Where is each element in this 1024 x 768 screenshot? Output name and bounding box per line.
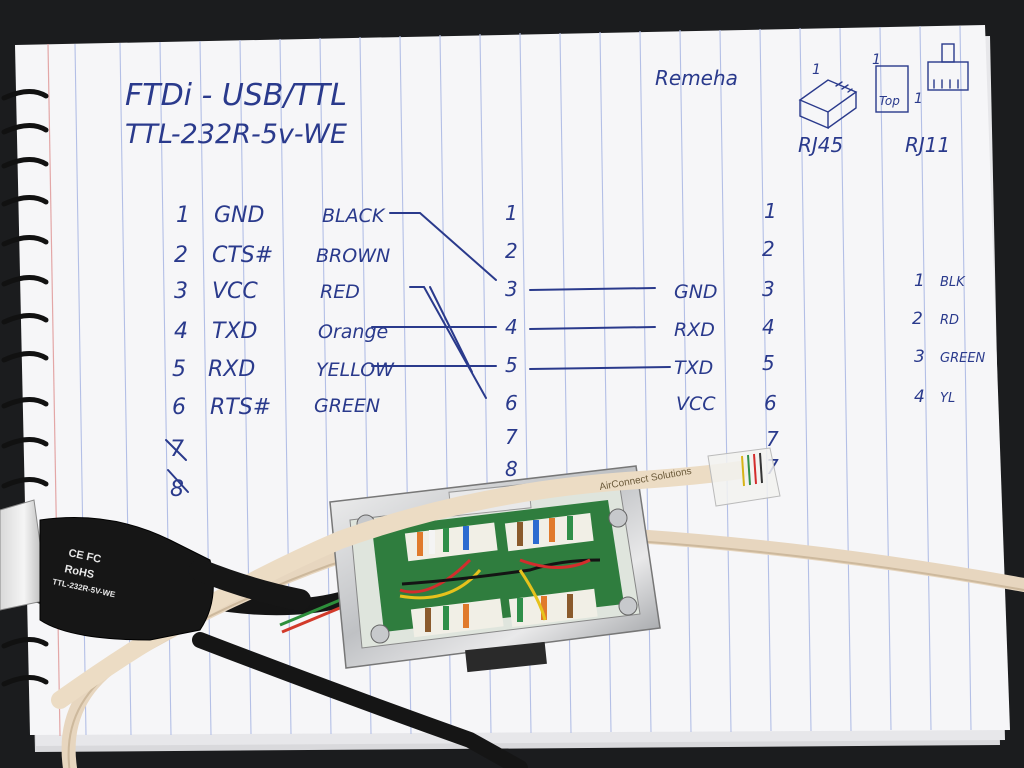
rj11-label: RJ11 — [905, 133, 950, 157]
svg-text:RTS#: RTS# — [210, 395, 271, 420]
svg-text:RXD: RXD — [674, 319, 715, 341]
svg-text:1: 1 — [505, 201, 518, 225]
svg-text:3: 3 — [762, 277, 775, 301]
svg-text:RED: RED — [320, 281, 360, 303]
svg-text:1: 1 — [872, 52, 881, 68]
svg-text:RXD: RXD — [208, 357, 255, 382]
svg-text:BLK: BLK — [940, 275, 966, 290]
remeha-pin-column: 1 2 3 4 5 6 7 7 — [762, 199, 779, 479]
svg-text:8: 8 — [505, 457, 518, 481]
svg-text:BLACK: BLACK — [322, 205, 386, 227]
svg-text:RD: RD — [940, 313, 959, 328]
svg-text:1: 1 — [914, 271, 925, 291]
rj45-sketch: 1 RJ45 — [798, 62, 858, 157]
svg-text:2: 2 — [174, 243, 188, 268]
notebook-page — [15, 25, 1010, 737]
svg-text:5: 5 — [762, 351, 775, 375]
svg-text:4: 4 — [914, 387, 925, 407]
svg-text:1: 1 — [764, 199, 777, 223]
svg-text:2: 2 — [762, 237, 775, 261]
svg-text:3: 3 — [174, 279, 188, 304]
svg-text:CTS#: CTS# — [212, 243, 273, 268]
rj11-plug — [707, 447, 781, 507]
svg-text:GND: GND — [674, 281, 718, 303]
svg-text:3: 3 — [505, 277, 518, 301]
remeha-signal-column: GND RXD TXD VCC — [674, 281, 718, 415]
header-remeha: Remeha — [655, 66, 738, 90]
rj45-label: RJ45 — [798, 133, 843, 157]
svg-text:1: 1 — [914, 91, 923, 107]
svg-text:3: 3 — [914, 347, 925, 367]
title-line1: FTDi - USB/TTL — [125, 78, 347, 113]
svg-text:BROWN: BROWN — [316, 245, 390, 267]
svg-text:GREEN: GREEN — [314, 395, 380, 417]
svg-text:VCC: VCC — [212, 279, 258, 304]
svg-text:Top: Top — [879, 94, 900, 108]
ftdi-pin-table: 1 GND BLACK 2 CTS# BROWN 3 VCC RED 4 TXD… — [165, 203, 395, 502]
svg-text:5: 5 — [505, 353, 518, 377]
title-line2: TTL-232R-5v-WE — [125, 119, 347, 150]
svg-text:1: 1 — [812, 62, 821, 78]
svg-text:7: 7 — [766, 427, 779, 451]
svg-text:GREEN: GREEN — [940, 351, 986, 366]
svg-text:1: 1 — [176, 203, 190, 228]
usb-ttl-module: CE FC RoHS TTL-232R-5V-WE — [0, 499, 311, 641]
svg-text:4: 4 — [762, 315, 775, 339]
svg-text:7: 7 — [170, 437, 184, 462]
svg-text:TXD: TXD — [212, 319, 257, 344]
svg-text:GND: GND — [214, 203, 264, 228]
spiral-binding — [1, 89, 49, 687]
rj11-color-map: 1 BLK 2 RD 3 GREEN 4 YL — [912, 271, 986, 407]
svg-text:YELLOW: YELLOW — [316, 359, 395, 381]
svg-text:6: 6 — [764, 391, 777, 415]
svg-text:5: 5 — [172, 357, 186, 382]
wiring-lines — [371, 212, 671, 399]
svg-text:VCC: VCC — [676, 393, 716, 415]
svg-text:7: 7 — [505, 425, 518, 449]
svg-text:6: 6 — [172, 395, 186, 420]
rj11-sketch: Top 1 1 RJ11 — [872, 43, 969, 157]
rj45-junction-box — [329, 465, 661, 673]
svg-text:6: 6 — [505, 391, 518, 415]
svg-text:YL: YL — [940, 391, 955, 406]
svg-text:2: 2 — [505, 239, 518, 263]
svg-text:TXD: TXD — [674, 357, 713, 379]
svg-text:4: 4 — [174, 319, 188, 344]
svg-text:2: 2 — [912, 309, 923, 329]
svg-text:4: 4 — [505, 315, 518, 339]
svg-text:Orange: Orange — [318, 321, 388, 343]
rj45-pin-column: 1 2 3 4 5 6 7 8 — [505, 201, 518, 481]
handwritten-notes: FTDi - USB/TTL TTL-232R-5v-WE Remeha 1 R… — [125, 43, 986, 502]
